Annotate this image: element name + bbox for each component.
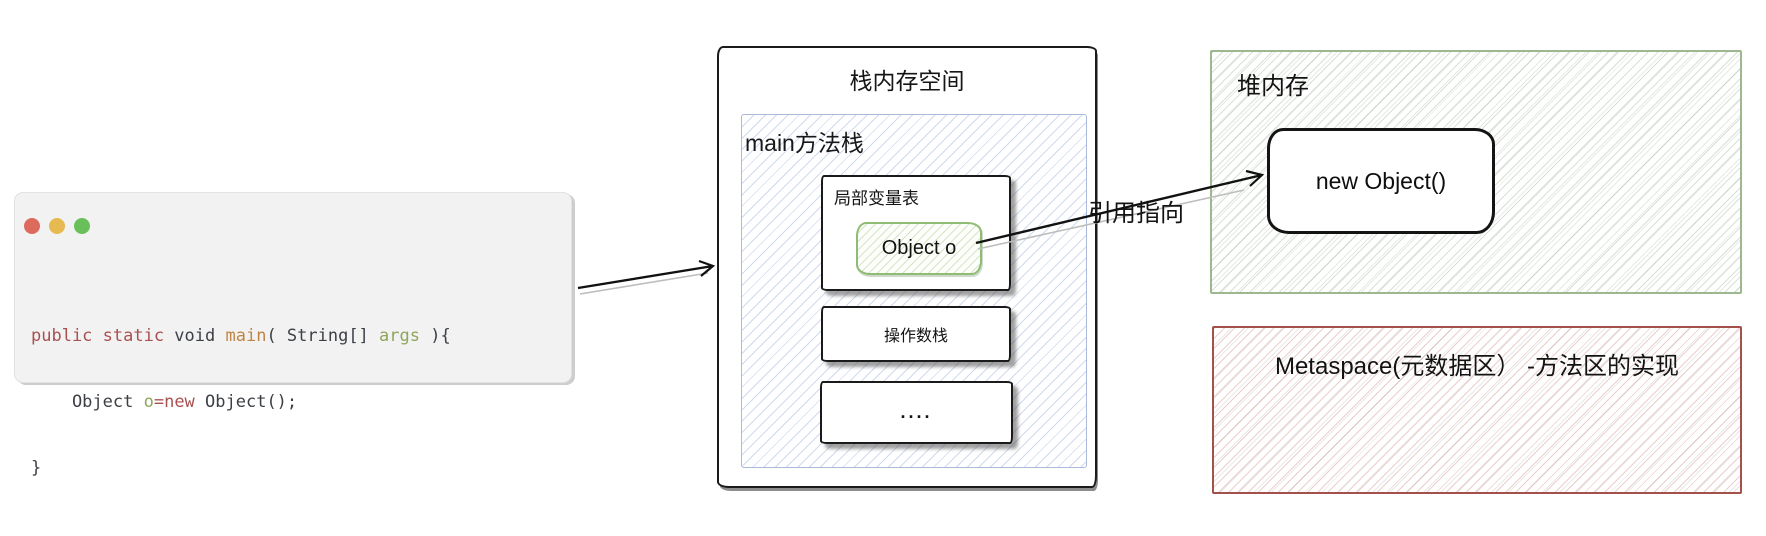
java-code-snippet: public static void main( String[] args )…: [31, 281, 451, 523]
code-window: public static void main( String[] args )…: [14, 192, 572, 478]
more-frames-label: ....: [900, 402, 933, 422]
metaspace-title: Metaspace(元数据区） -方法区的实现: [1274, 353, 1680, 380]
operand-stack-box: 操作数栈: [821, 306, 1011, 362]
window-traffic-lights: [24, 218, 90, 234]
new-object-label: new Object(): [1315, 167, 1447, 194]
code-to-stack-arrow: [577, 259, 716, 295]
object-o-slot: Object o: [856, 222, 982, 275]
close-window-icon: [24, 218, 40, 234]
more-frames-box: ....: [820, 381, 1013, 444]
main-method-stack-box: main方法栈 局部变量表 Object o 操作数栈 ....: [741, 114, 1087, 468]
metaspace-box: Metaspace(元数据区） -方法区的实现: [1212, 326, 1749, 499]
minimize-window-icon: [49, 218, 65, 234]
stack-memory-title: 栈内存空间: [849, 68, 965, 94]
code-line-2: Object o=new Object();: [31, 392, 298, 412]
maximize-window-icon: [74, 218, 90, 234]
code-line-3: }: [31, 458, 42, 478]
heap-memory-title: 堆内存: [1237, 73, 1309, 100]
local-variable-table-box: 局部变量表 Object o: [821, 175, 1011, 291]
heap-memory-box: 堆内存 new Object(): [1210, 50, 1749, 299]
object-o-label: Object o: [881, 237, 957, 259]
main-method-stack-label: main方法栈: [745, 130, 864, 156]
code-line-1: public static void main( String[] args )…: [31, 326, 451, 346]
operand-stack-label: 操作数栈: [883, 328, 948, 345]
stack-memory-box: 栈内存空间 main方法栈 局部变量表 Object o 操作数栈 ....: [717, 46, 1097, 488]
new-object-box: new Object(): [1267, 128, 1495, 234]
local-variable-table-label: 局部变量表: [834, 189, 919, 208]
reference-arrow-label: 引用指向: [1088, 200, 1184, 227]
